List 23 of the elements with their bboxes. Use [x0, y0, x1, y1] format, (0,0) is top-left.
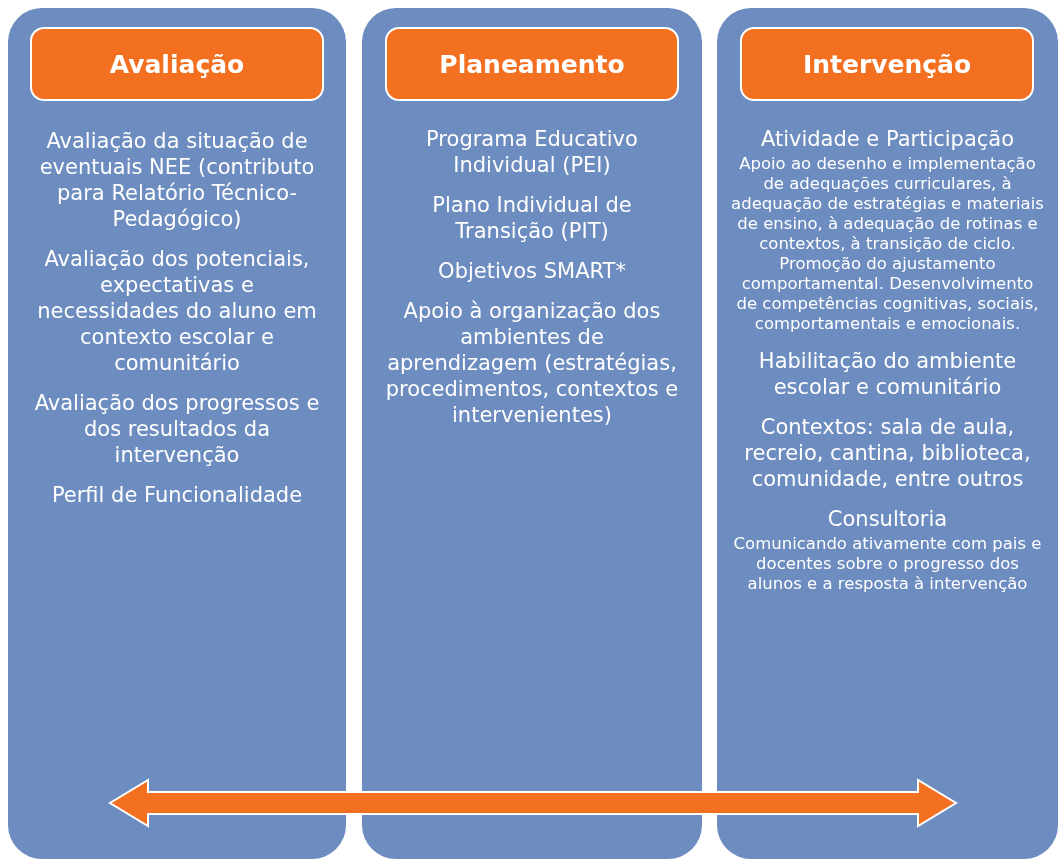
column-panel: [717, 8, 1058, 859]
item-text: Atividade e Participação: [759, 126, 1016, 152]
heading-text: Intervenção: [802, 49, 972, 79]
item-text: Consultoria: [826, 506, 949, 532]
item-text: Contextos: sala de aula, recreio, cantina, biblioteca, comunidade, entre outros: [743, 414, 1032, 492]
heading-box: [30, 27, 324, 101]
item-text: Avaliação dos progressos e dos resultados da intervenção: [33, 390, 321, 468]
heading-box: [385, 27, 679, 101]
description-text: Apoio ao desenho e implementação de adequações curriculares, à adequação de estratégias e materiais de ensino, à adequação de rotinas e contextos, à transição de ciclo. Promoção do ajustamento comportamental. Desenvolvimento de competências cognitivas, sociais, comportamentais e emocionais.: [731, 154, 1044, 334]
item-text: Perfil de Funcionalidade: [50, 482, 304, 508]
heading-box: [740, 27, 1034, 101]
item-text: Programa Educativo Individual (PEI): [425, 126, 639, 178]
item-text: Habilitação do ambiente escolar e comunitário: [757, 348, 1018, 400]
item-text: Apoio à organização dos ambientes de aprendizagem (estratégias, procedimentos, contextos e intervenientes): [384, 298, 680, 428]
column-panel: [362, 8, 702, 859]
heading-text: Avaliação: [109, 49, 245, 79]
item-text: Plano Individual de Transição (PIT): [431, 192, 633, 244]
description-text: Comunicando ativamente com pais e docentes sobre o progresso dos alunos e a resposta à intervenção: [732, 534, 1043, 594]
item-text: Avaliação dos potenciais, expectativas e necessidades do aluno em contexto escolar e comunitário: [36, 246, 318, 376]
item-text: Avaliação da situação de eventuais NEE (contributo para Relatório Técnico-Pedagógico): [38, 128, 316, 232]
heading-text: Planeamento: [439, 49, 625, 79]
column-panel: [8, 8, 346, 859]
item-text: Objetivos SMART*: [437, 258, 627, 284]
